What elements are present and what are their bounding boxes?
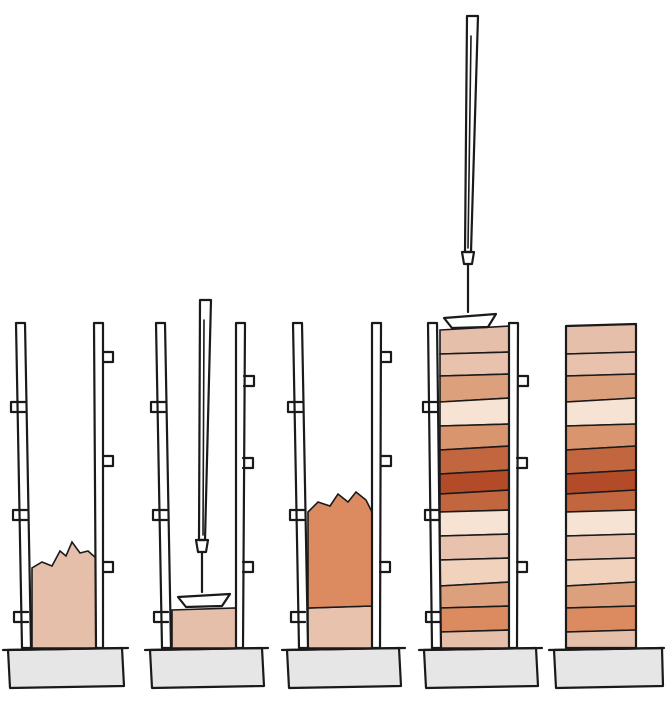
soil-stratum [439,325,511,355]
concrete-base [6,646,126,690]
soil-stratum [565,351,637,377]
stage-5 [547,322,666,690]
soil-stratum [565,509,637,537]
soil-stratum [565,605,637,633]
soil-stratum [439,489,511,513]
soil-stratum [565,397,637,427]
soil-stratum [565,323,637,355]
rammer-tool [442,14,498,330]
soil-stratum [565,489,637,513]
stage-2 [143,298,270,690]
rammer-foot [442,312,498,330]
soil-stratum [565,629,637,649]
soil-stratum [565,581,637,609]
stage-1 [1,321,130,690]
soil-stratum [439,351,511,377]
concrete-base [422,646,540,690]
formwork-clamps-right [101,350,115,574]
formwork-clamps-left [421,400,442,624]
formwork-clamps-right [241,374,256,574]
soil-stratum [439,509,511,537]
rammer-foot [176,592,232,609]
stage-3 [280,321,407,690]
stage-4 [417,14,544,690]
concrete-base [552,646,665,690]
formwork-clamps-left [149,400,170,624]
soil-strata [565,323,637,649]
rammer-tool [176,298,232,609]
formwork-rail-left [426,321,443,650]
formwork-rail-right [92,321,105,650]
formwork-rail-left [291,321,310,650]
concrete-base [148,646,266,690]
formwork-rail-left [14,321,33,650]
soil-stratum [439,629,511,649]
soil-layer-loose [307,490,373,609]
soil-layer-compacted [307,605,373,649]
formwork-rail-right [507,321,520,650]
formwork-clamps-right [515,374,530,574]
formwork-clamps-right [378,350,393,574]
soil-strata [439,325,511,649]
soil-stratum [565,533,637,561]
soil-stratum [439,533,511,561]
soil-stratum [439,397,511,427]
soil-layer-loose [31,540,97,649]
soil-stratum [439,581,511,609]
soil-layer-compacted [171,607,237,649]
soil-stratum [439,605,511,633]
formwork-rail-right [234,321,247,650]
concrete-base [285,646,403,690]
formwork-clamps-left [9,400,30,624]
formwork-rail-left [154,321,173,650]
formwork-rail-right [370,321,383,650]
formwork-clamps-left [286,400,307,624]
